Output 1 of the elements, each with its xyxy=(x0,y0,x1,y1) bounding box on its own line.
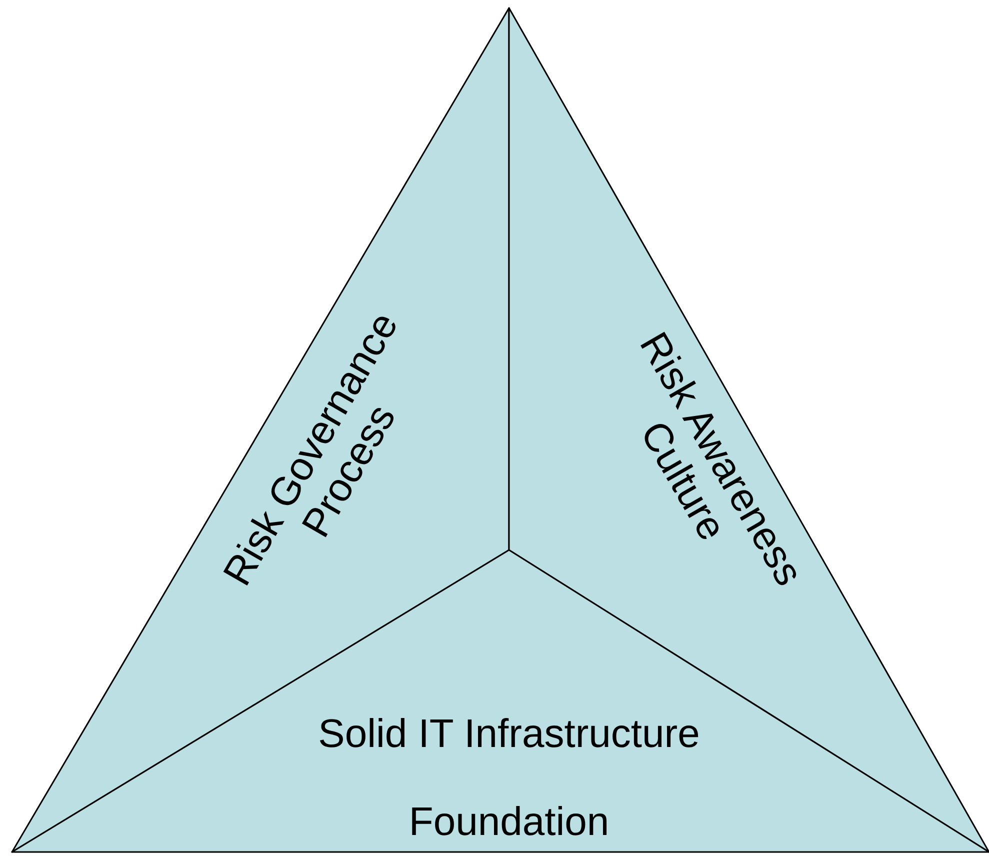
segment-label: Solid IT Infrastructure Foundation xyxy=(317,711,701,846)
